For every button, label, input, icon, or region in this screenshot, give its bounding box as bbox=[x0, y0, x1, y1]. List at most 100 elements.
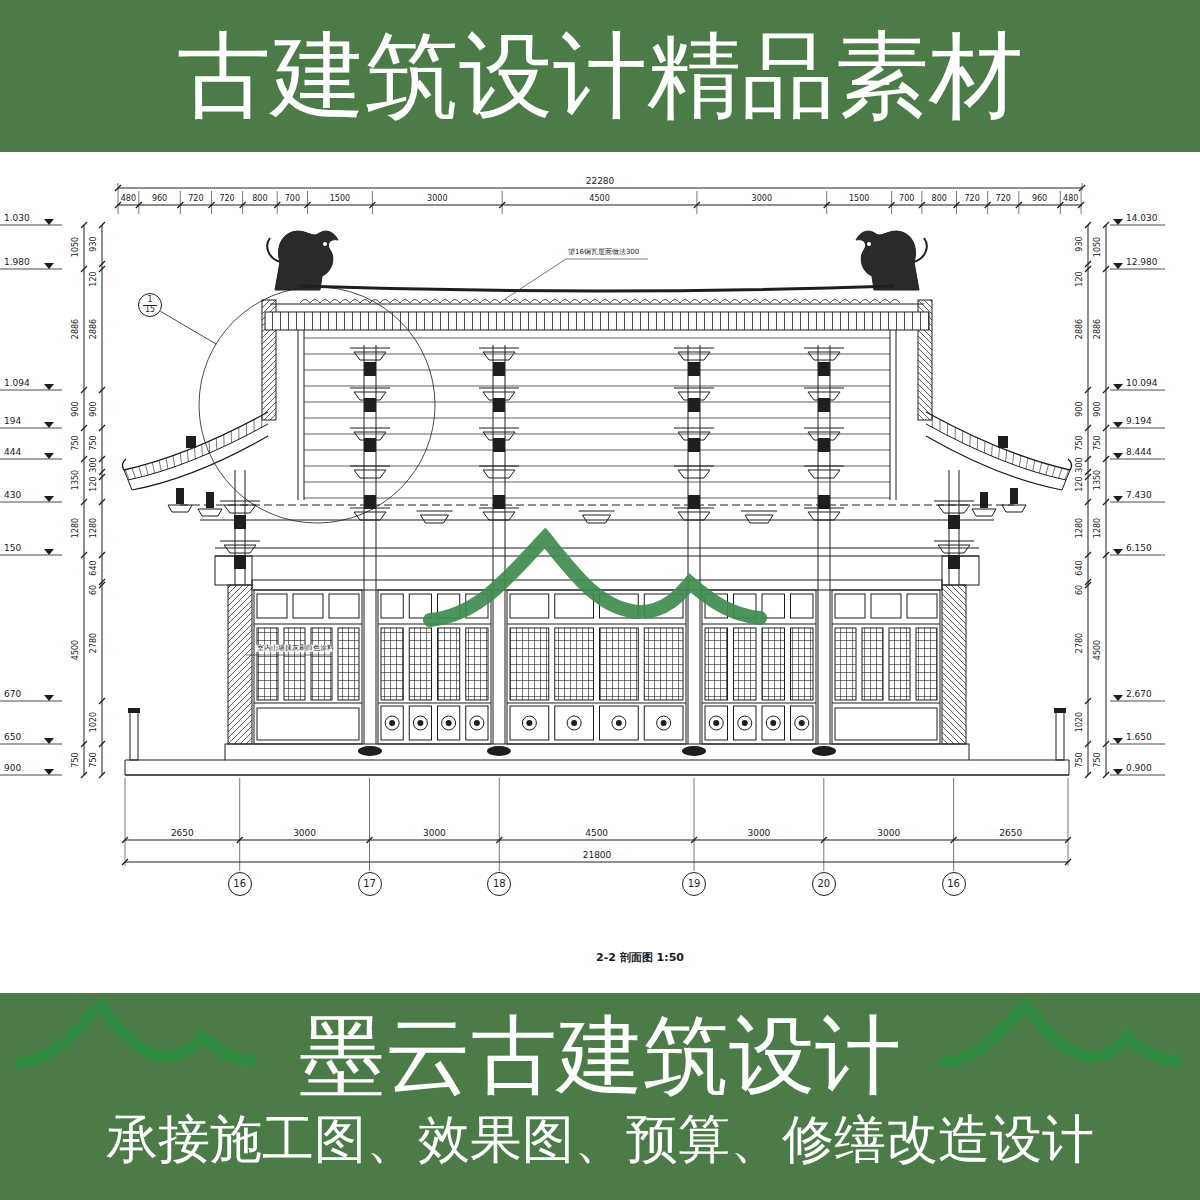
lattice-leaf bbox=[381, 628, 403, 700]
lattice-leaf bbox=[409, 628, 431, 700]
dimension-text: 750 bbox=[1094, 752, 1102, 767]
bracket-set bbox=[483, 512, 515, 520]
dimension-tick bbox=[99, 266, 105, 272]
dimension-text: 480 bbox=[1063, 195, 1078, 203]
hanging-bracket bbox=[421, 515, 449, 523]
bracket-arm bbox=[479, 508, 519, 509]
dimension-text: 3000 bbox=[427, 195, 447, 203]
extension-line bbox=[118, 183, 119, 191]
door-medallion bbox=[795, 716, 809, 730]
dimension-tick bbox=[99, 387, 105, 393]
elevation-marker bbox=[44, 695, 54, 701]
dimension-text: 2780 bbox=[90, 633, 98, 653]
dimension-text: 1050 bbox=[1094, 237, 1102, 257]
dimension-text: 700 bbox=[899, 195, 914, 203]
elevation-marker bbox=[1113, 549, 1123, 555]
sill-rail bbox=[254, 703, 362, 704]
callout-sheet: 15 bbox=[145, 306, 155, 314]
dimension-tick bbox=[1085, 499, 1091, 505]
column-block bbox=[818, 362, 830, 376]
roof-tile bbox=[1059, 468, 1063, 478]
bracket-arm bbox=[479, 348, 519, 349]
dimension-line bbox=[1088, 225, 1089, 775]
eave-bracket-block bbox=[980, 492, 988, 508]
dimension-text: 1280 bbox=[1094, 518, 1102, 538]
roof-tile bbox=[969, 435, 970, 447]
footer-title: 墨云古建筑设计 bbox=[299, 1010, 901, 1100]
ridge-beast bbox=[275, 231, 338, 290]
door-medallion bbox=[442, 716, 456, 730]
dimension-text: 2650 bbox=[999, 829, 1022, 838]
elevation-text: 444 bbox=[4, 448, 21, 457]
bracket-set bbox=[808, 470, 840, 478]
bracket-arm bbox=[350, 388, 390, 389]
purlin-line bbox=[304, 354, 890, 355]
bracket-set bbox=[198, 509, 222, 516]
roof-tile bbox=[231, 431, 232, 443]
step-line bbox=[1069, 760, 1070, 775]
dimension-tick bbox=[99, 698, 105, 704]
sill-rail bbox=[832, 703, 940, 704]
dimension-tick bbox=[81, 222, 87, 228]
purlin-line bbox=[304, 370, 890, 371]
roof-tile bbox=[216, 438, 217, 450]
extension-line bbox=[696, 191, 697, 214]
dimension-tick bbox=[1103, 741, 1109, 747]
elevation-line bbox=[0, 459, 62, 460]
axis-line bbox=[499, 778, 500, 871]
axis-bubble: 18 bbox=[487, 872, 511, 896]
roof-tile bbox=[180, 453, 181, 464]
railing-cap bbox=[128, 708, 140, 713]
elevation-text: 0.900 bbox=[1126, 764, 1152, 773]
bracket-set bbox=[168, 505, 192, 512]
elevation-marker bbox=[44, 422, 54, 428]
transom-panel bbox=[381, 594, 403, 618]
extension-line bbox=[277, 191, 278, 214]
door-medallion-core bbox=[571, 720, 577, 726]
dimension-text: 800 bbox=[932, 195, 947, 203]
elevation-line bbox=[0, 502, 62, 503]
sill-rail bbox=[702, 703, 816, 704]
axis-line bbox=[369, 778, 370, 871]
main-ridge bbox=[300, 286, 894, 291]
roof-tile bbox=[1052, 466, 1055, 476]
elevation-line bbox=[0, 775, 62, 776]
axis-bubble: 16 bbox=[942, 872, 966, 896]
bracket-arm bbox=[934, 541, 974, 542]
transom-rail bbox=[507, 624, 686, 625]
purlin-line bbox=[304, 450, 890, 451]
footer-services: 承接施工图、效果图、预算、修缮改造设计 bbox=[106, 1112, 1094, 1167]
extension-line bbox=[1060, 191, 1061, 214]
beam-line bbox=[215, 548, 979, 549]
watermark-logo bbox=[430, 538, 760, 620]
callout-number: 1 bbox=[143, 296, 156, 306]
dimension-text: 750 bbox=[1094, 435, 1102, 450]
lattice-leaf bbox=[644, 628, 683, 700]
dimension-text: 750 bbox=[72, 752, 80, 767]
axis-number: 16 bbox=[233, 879, 246, 889]
note-text: 室内山墙抹灰刷白色涂料 bbox=[256, 645, 335, 652]
bracket-set bbox=[354, 432, 386, 440]
door-medallion-core bbox=[713, 720, 719, 726]
dimension-text: 4500 bbox=[72, 640, 80, 660]
bracket-arm bbox=[804, 508, 844, 509]
door-medallion-core bbox=[389, 720, 395, 726]
extension-line bbox=[921, 191, 922, 214]
transom-panel bbox=[257, 594, 287, 618]
roof-tile bbox=[1019, 456, 1021, 467]
eave-roof bbox=[128, 424, 268, 480]
axis-number: 18 bbox=[493, 879, 506, 889]
column-block bbox=[234, 515, 246, 529]
bracket-arm bbox=[674, 348, 714, 349]
lattice-leaf bbox=[284, 628, 305, 700]
dimension-tick bbox=[99, 499, 105, 505]
elevation-text: 2.670 bbox=[1126, 690, 1152, 699]
roof-tile bbox=[223, 435, 224, 447]
eave-roof bbox=[124, 412, 268, 470]
dimension-tick bbox=[99, 222, 105, 228]
elevation-marker bbox=[1113, 496, 1123, 502]
axis-line bbox=[953, 778, 954, 871]
bracket-set bbox=[354, 470, 386, 478]
eave-roof bbox=[132, 436, 268, 490]
dimension-text: 3000 bbox=[423, 829, 446, 838]
